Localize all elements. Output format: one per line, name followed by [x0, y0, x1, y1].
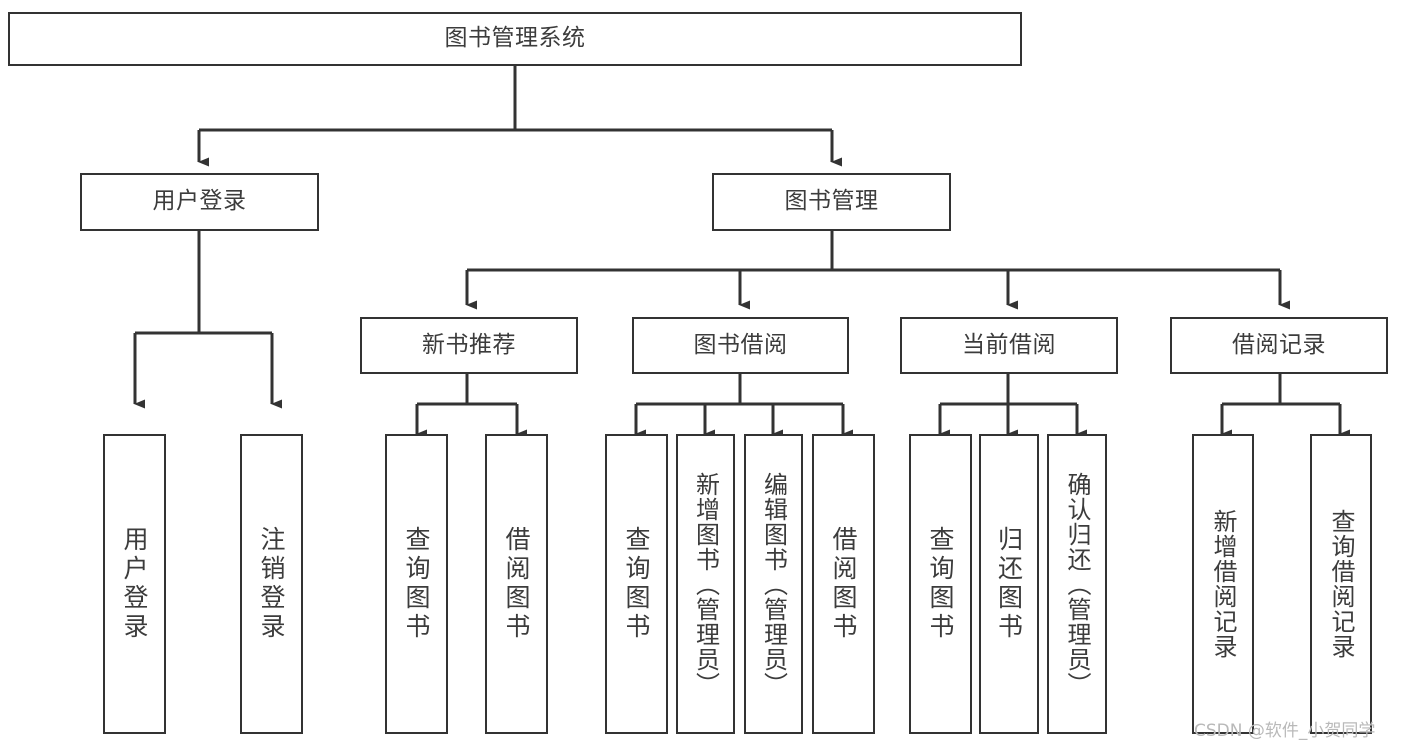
node-leaf-query-books-newbooks[interactable]: 查询图书 — [385, 434, 448, 734]
node-label: 注销登录 — [257, 526, 286, 642]
node-label: 当前借阅 — [962, 331, 1056, 358]
node-label: 查询图书 — [402, 526, 431, 642]
node-user-login[interactable]: 用户登录 — [80, 173, 319, 231]
node-label: 图书管理 — [784, 188, 879, 215]
node-current-borrowing[interactable]: 当前借阅 — [900, 317, 1118, 374]
node-label: 归还图书 — [994, 526, 1024, 642]
node-leaf-user-login[interactable]: 用户登录 — [103, 434, 166, 734]
node-label: 借阅记录 — [1232, 331, 1326, 358]
node-label: 新书推荐 — [422, 331, 516, 358]
node-leaf-borrow-books-newbooks[interactable]: 借阅图书 — [485, 434, 548, 734]
node-label: 查询图书 — [926, 526, 955, 642]
node-leaf-query-borrow-record[interactable]: 查询借阅记录 — [1310, 434, 1372, 734]
node-label: 借阅图书 — [502, 526, 531, 642]
node-label: 图书管理系统 — [444, 25, 586, 52]
node-label: 图书借阅 — [693, 331, 788, 358]
node-leaf-borrow-books-borrow[interactable]: 借阅图书 — [812, 434, 875, 734]
node-label: 查询图书 — [622, 526, 651, 642]
node-leaf-return-books[interactable]: 归还图书 — [979, 434, 1039, 734]
node-leaf-query-books-current[interactable]: 查询图书 — [909, 434, 972, 734]
node-borrowing-records[interactable]: 借阅记录 — [1170, 317, 1388, 374]
csdn-watermark: CSDN @软件_小贺同学 — [1194, 721, 1376, 741]
node-book-borrowing[interactable]: 图书借阅 — [632, 317, 849, 374]
node-new-book-recommendation[interactable]: 新书推荐 — [360, 317, 578, 374]
node-label: 借阅图书 — [829, 526, 858, 642]
node-leaf-add-borrow-record[interactable]: 新增借阅记录 — [1192, 434, 1254, 734]
node-label: 查询借阅记录 — [1327, 509, 1355, 659]
node-label: 新增借阅记录 — [1209, 509, 1237, 659]
node-label: 用户登录 — [120, 526, 149, 642]
node-leaf-edit-book-admin[interactable]: 编辑图书（管理员） — [744, 434, 803, 734]
node-label: 用户登录 — [152, 188, 247, 215]
node-root-book-management-system[interactable]: 图书管理系统 — [8, 12, 1022, 66]
node-book-management[interactable]: 图书管理 — [712, 173, 951, 231]
node-leaf-add-book-admin[interactable]: 新增图书（管理员） — [676, 434, 735, 734]
node-label: 新增图书（管理员） — [691, 471, 720, 697]
node-label: 确认归还（管理员） — [1063, 471, 1091, 697]
node-label: 编辑图书（管理员） — [759, 471, 788, 697]
node-leaf-query-books-borrow[interactable]: 查询图书 — [605, 434, 668, 734]
node-leaf-logout[interactable]: 注销登录 — [240, 434, 303, 734]
node-leaf-confirm-return-admin[interactable]: 确认归还（管理员） — [1047, 434, 1107, 734]
